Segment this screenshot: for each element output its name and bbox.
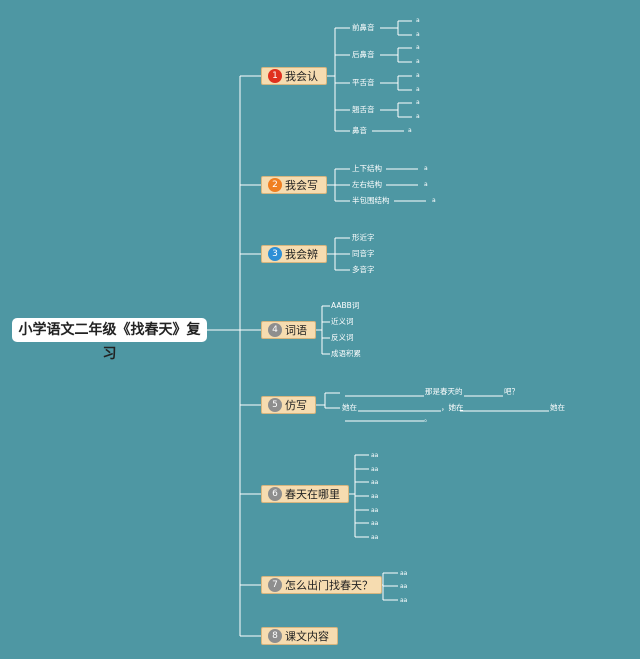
- node-back-nasal[interactable]: 后鼻音: [352, 50, 375, 59]
- branch-label: 仿写: [285, 399, 307, 412]
- number-5-icon: 5: [268, 398, 282, 412]
- leaf-item[interactable]: a: [416, 44, 420, 51]
- number-3-icon: 3: [268, 247, 282, 261]
- branch-label: 我会辨: [285, 248, 318, 261]
- leaf-item[interactable]: a: [416, 58, 420, 65]
- branch-label: 词语: [285, 324, 307, 337]
- branch-words[interactable]: 4 词语: [261, 321, 316, 339]
- leaf-item[interactable]: a: [416, 31, 420, 38]
- node-retroflex[interactable]: 翘舌音: [352, 105, 375, 114]
- number-1-icon: 1: [268, 69, 282, 83]
- branch-how-find-spring[interactable]: 7 怎么出门找春天？: [261, 576, 382, 594]
- number-2-icon: 2: [268, 178, 282, 192]
- leaf-item[interactable]: a: [416, 86, 420, 93]
- branch-label: 我会认: [285, 70, 318, 83]
- branch-label: 怎么出门找春天？: [285, 579, 373, 592]
- node-homophone[interactable]: 同音字: [352, 249, 375, 258]
- leaf-item[interactable]: aa: [400, 583, 408, 590]
- node-sentence-2c[interactable]: 她在: [550, 403, 565, 412]
- branch-label: 我会写: [285, 179, 318, 192]
- node-left-right[interactable]: 左右结构: [352, 180, 382, 189]
- leaf-item[interactable]: a: [416, 72, 420, 79]
- leaf-item[interactable]: aa: [371, 507, 379, 514]
- node-front-nasal[interactable]: 前鼻音: [352, 23, 375, 32]
- leaf-item[interactable]: aa: [371, 452, 379, 459]
- branch-text-content[interactable]: 8 课文内容: [261, 627, 338, 645]
- node-idioms[interactable]: 成语积累: [331, 349, 361, 358]
- leaf-item[interactable]: a: [408, 127, 412, 134]
- node-top-bottom[interactable]: 上下结构: [352, 164, 382, 173]
- number-6-icon: 6: [268, 487, 282, 501]
- leaf-item[interactable]: a: [416, 17, 420, 24]
- leaf-item[interactable]: a: [416, 99, 420, 106]
- leaf-item[interactable]: aa: [371, 493, 379, 500]
- leaf-item[interactable]: a: [424, 165, 428, 172]
- number-4-icon: 4: [268, 323, 282, 337]
- node-antonym[interactable]: 反义词: [331, 333, 354, 342]
- branch-imitation[interactable]: 5 仿写: [261, 396, 316, 414]
- number-7-icon: 7: [268, 578, 282, 592]
- node-synonym[interactable]: 近义词: [331, 317, 354, 326]
- node-aabb[interactable]: AABB词: [331, 301, 360, 310]
- branch-write[interactable]: 2 我会写: [261, 176, 327, 194]
- leaf-item[interactable]: aa: [400, 570, 408, 577]
- node-sentence-end[interactable]: 。: [424, 414, 432, 423]
- branch-distinguish[interactable]: 3 我会辨: [261, 245, 327, 263]
- node-sentence-1b[interactable]: 吧？: [504, 387, 519, 396]
- node-sentence-2a[interactable]: 她在: [342, 403, 357, 412]
- leaf-item[interactable]: a: [416, 113, 420, 120]
- leaf-item[interactable]: a: [432, 197, 436, 204]
- node-flat-tongue[interactable]: 平舌音: [352, 78, 375, 87]
- branch-label: 春天在哪里: [285, 488, 340, 501]
- node-similar-shape[interactable]: 形近字: [352, 233, 375, 242]
- node-sentence-2b[interactable]: ，她在: [441, 403, 464, 412]
- leaf-item[interactable]: aa: [400, 597, 408, 604]
- node-half-enclosed[interactable]: 半包围结构: [352, 196, 390, 205]
- node-nasal[interactable]: 鼻音: [352, 126, 367, 135]
- leaf-item[interactable]: aa: [371, 534, 379, 541]
- node-polyphone[interactable]: 多音字: [352, 265, 375, 274]
- number-8-icon: 8: [268, 629, 282, 643]
- root-node[interactable]: 小学语文二年级《找春天》复习: [12, 318, 207, 362]
- leaf-item[interactable]: aa: [371, 520, 379, 527]
- leaf-item[interactable]: a: [424, 181, 428, 188]
- branch-where-spring[interactable]: 6 春天在哪里: [261, 485, 349, 503]
- leaf-item[interactable]: aa: [371, 479, 379, 486]
- branch-label: 课文内容: [285, 630, 329, 643]
- node-sentence-1a[interactable]: 那是春天的: [425, 387, 463, 396]
- branch-recognize[interactable]: 1 我会认: [261, 67, 327, 85]
- leaf-item[interactable]: aa: [371, 466, 379, 473]
